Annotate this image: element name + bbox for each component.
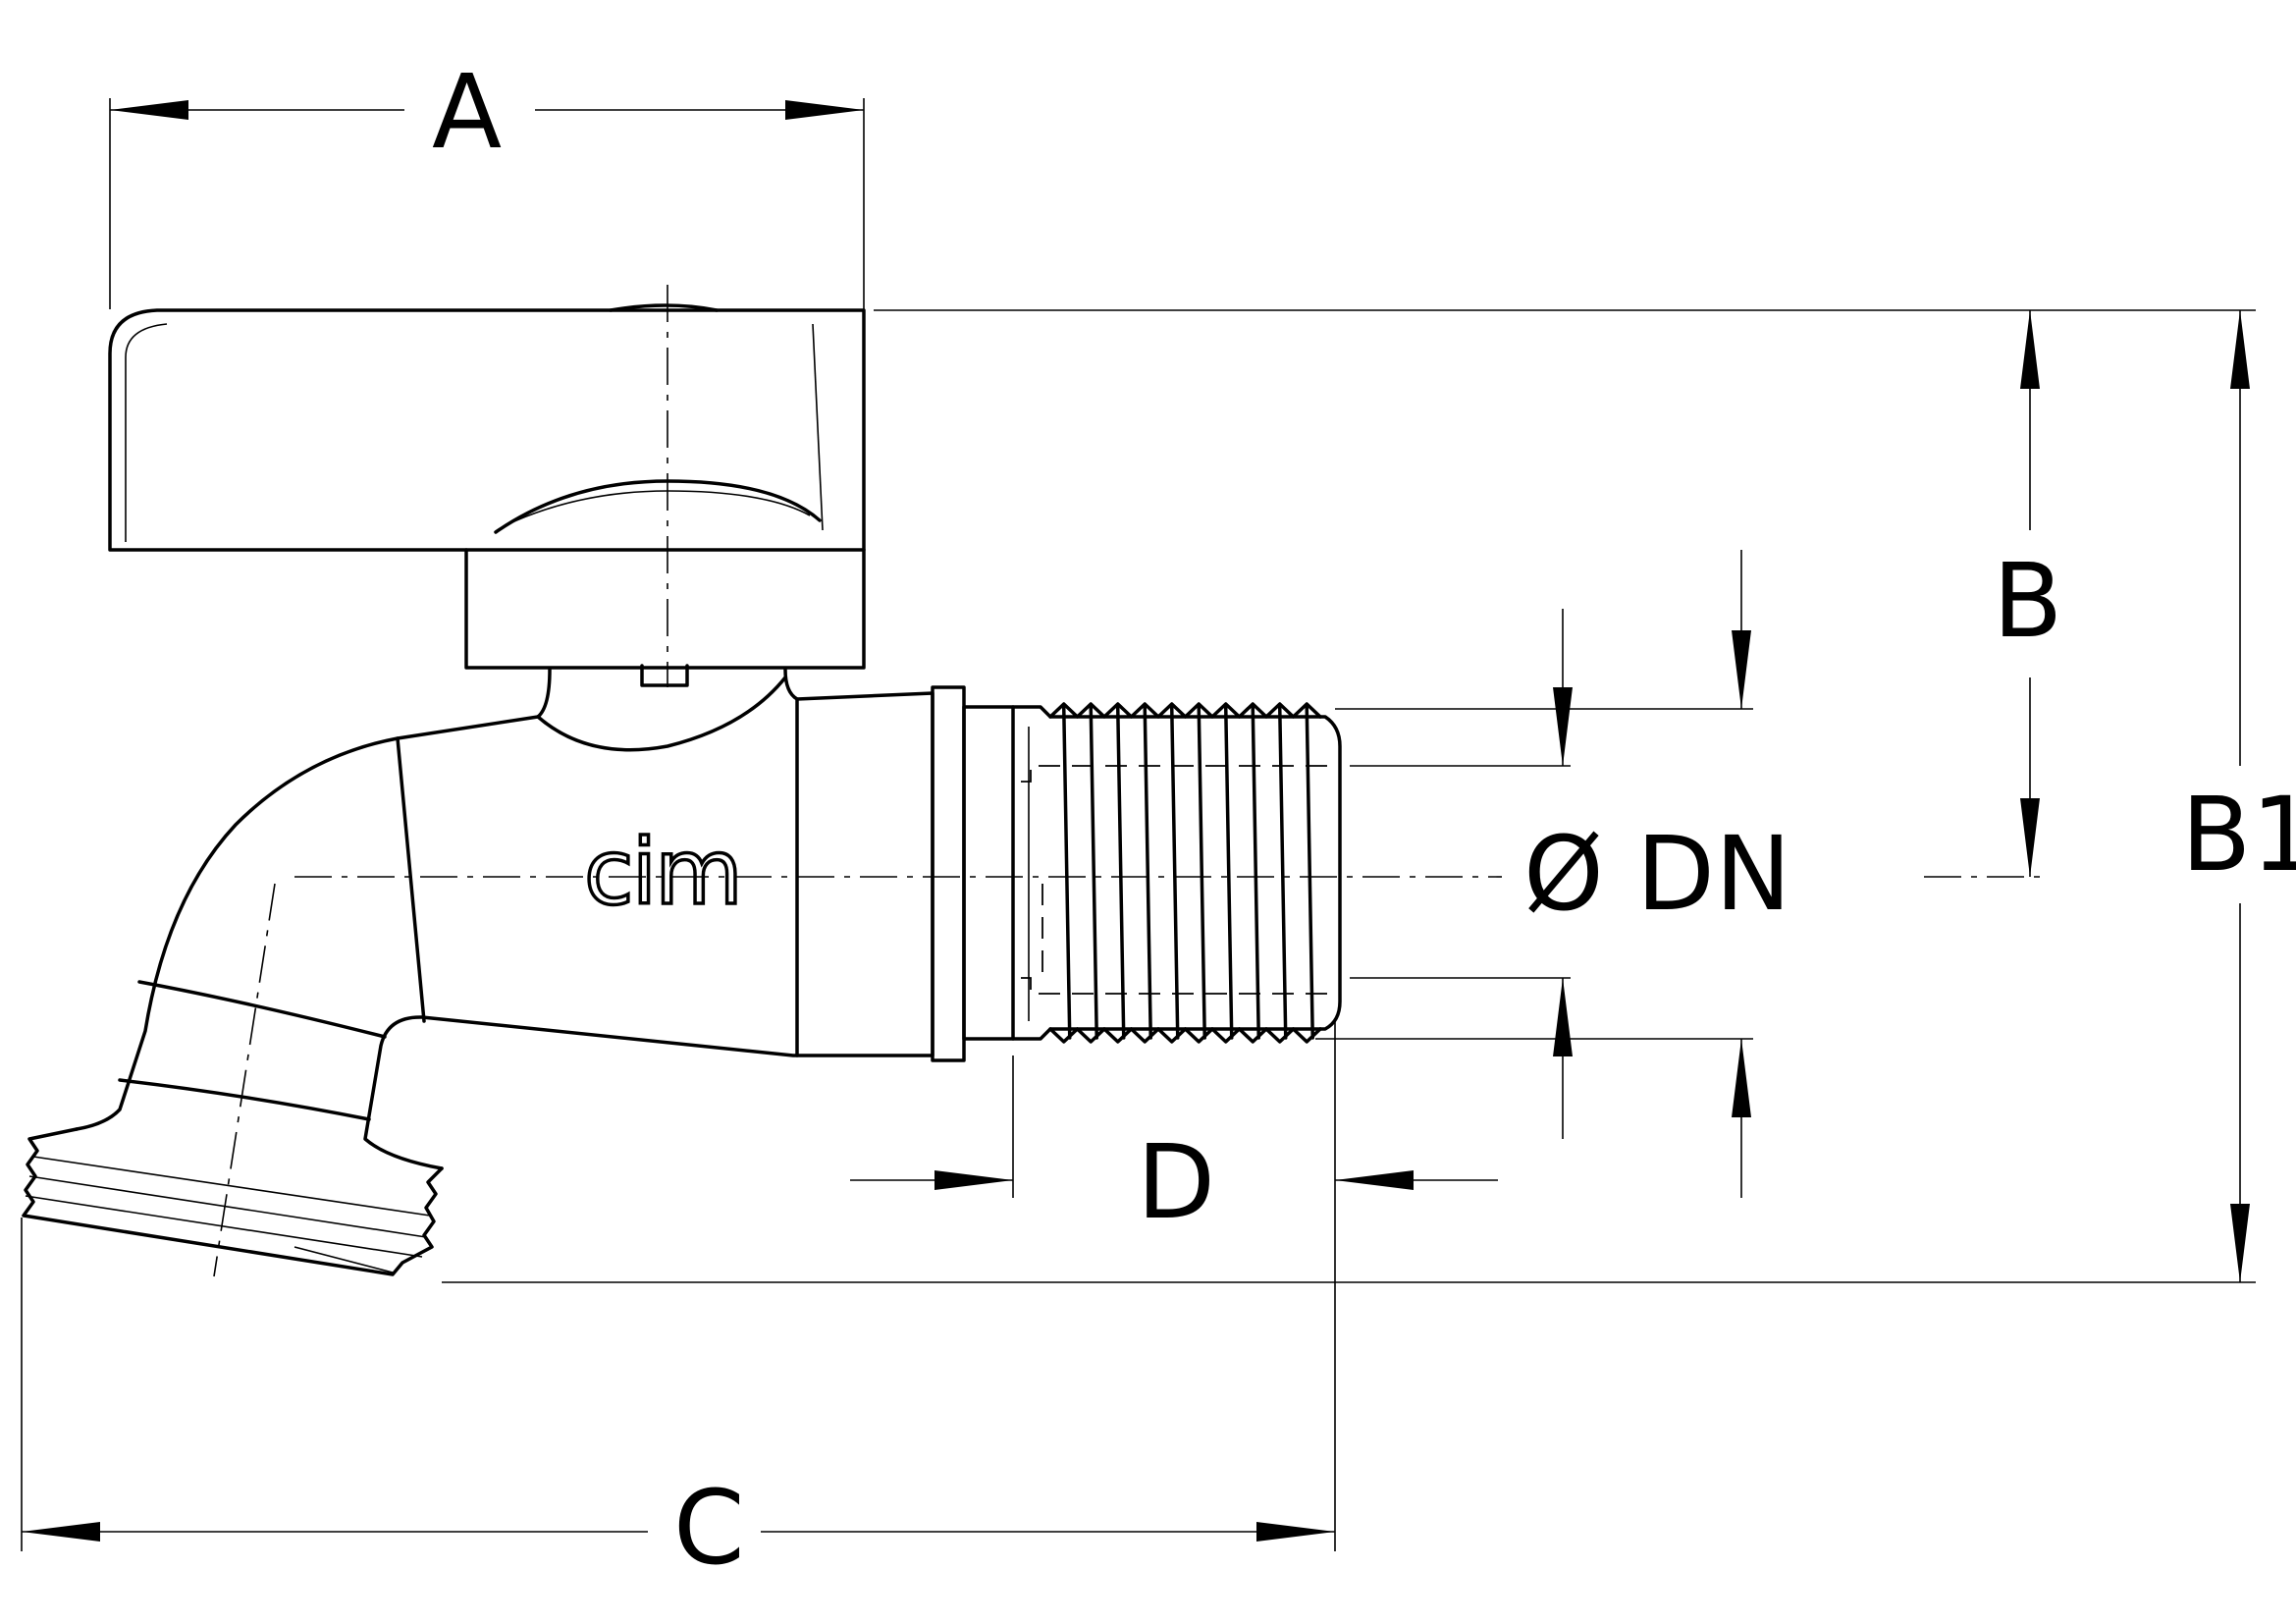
dimension-b1: B1 (2181, 310, 2296, 1282)
thread-ridge-line (1305, 706, 1314, 1040)
dim-dn-label: Ø DN (1523, 814, 1791, 934)
dimension-a: A (110, 52, 864, 172)
thread-ridge-line (1278, 706, 1288, 1040)
dimension-dn: Ø DN (1523, 550, 1791, 1198)
brand-logo-text: cim (584, 820, 741, 925)
valve-collar-nut (931, 685, 966, 1062)
dim-b-label: B (1993, 541, 2062, 661)
thread-ridge-line (1170, 706, 1180, 1040)
center-lines (213, 285, 2042, 1277)
dim-c-label: C (673, 1468, 745, 1588)
dim-a-label: A (432, 52, 502, 172)
threaded-inlet (962, 702, 1342, 1044)
thread-ridge-line (1251, 706, 1260, 1040)
valve-stem-block (464, 548, 866, 687)
valve-handle (108, 303, 866, 552)
dimension-b: B (1993, 310, 2062, 877)
dimension-c: C (22, 1468, 1335, 1588)
valve-body (75, 668, 934, 1170)
thread-ridge-line (1116, 706, 1126, 1040)
thread-ridge-line (1089, 706, 1098, 1040)
thread-ridge-line (1143, 706, 1152, 1040)
thread-ridge-line (1224, 706, 1234, 1040)
outlet-thread (22, 1127, 444, 1276)
dim-d-label: D (1137, 1122, 1215, 1242)
thread-ridge-line (1197, 706, 1206, 1040)
thread-ridge-line (1062, 706, 1072, 1040)
dim-b1-label: B1 (2181, 775, 2296, 894)
dimension-d: D (850, 1122, 1498, 1242)
extension-lines (21, 98, 2256, 1551)
